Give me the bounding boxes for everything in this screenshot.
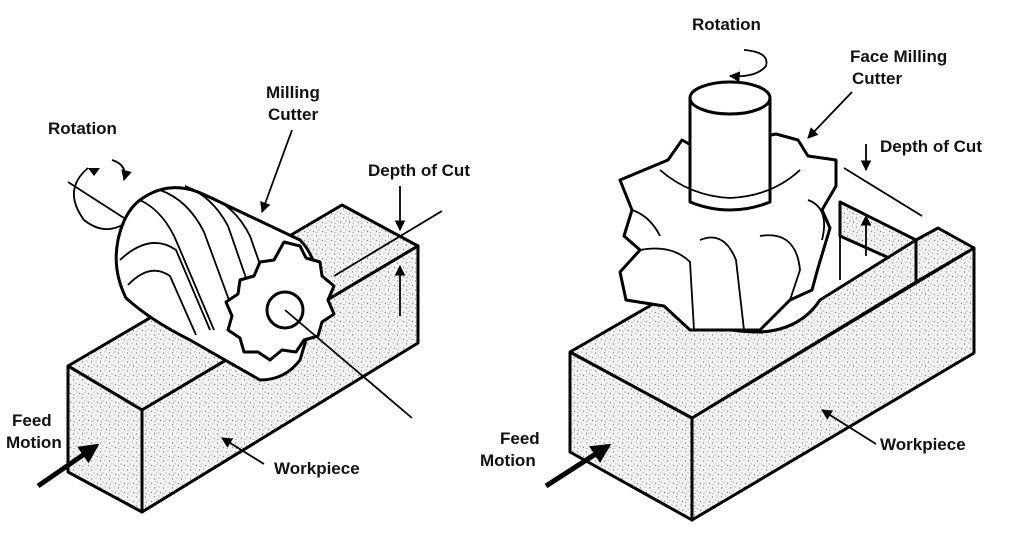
left-feed-arrow — [36, 443, 100, 489]
right-cutter-leader — [807, 91, 853, 139]
left-axis-line-front — [284, 309, 413, 419]
left-milling-illustration — [36, 129, 443, 514]
left-workpiece-label: Workpiece — [274, 459, 360, 478]
right-labels: Rotation Face Milling Cutter Depth of Cu… — [480, 15, 982, 470]
left-labels: Rotation Milling Cutter Depth of Cut Fee… — [6, 83, 470, 478]
right-face-milling-cutter — [618, 80, 838, 332]
left-workpiece-leader — [221, 437, 265, 465]
right-depth-label: Depth of Cut — [880, 137, 982, 156]
right-workpiece-label: Workpiece — [880, 435, 966, 454]
left-rotation-label: Rotation — [48, 119, 117, 138]
right-workpiece-block — [568, 200, 976, 522]
right-rotation-label: Rotation — [692, 15, 761, 34]
right-feed-arrow — [544, 443, 612, 489]
right-feed-label-line2: Motion — [480, 451, 536, 470]
right-feed-label-line1: Feed — [500, 429, 540, 448]
left-feed-label-line1: Feed — [12, 411, 52, 430]
left-rotation-arrow — [73, 167, 125, 230]
left-depth-label: Depth of Cut — [368, 161, 470, 180]
right-cutter-label-line2: Cutter — [852, 69, 902, 88]
left-cutter-label-line2: Cutter — [268, 105, 318, 124]
right-rotation-arrow — [728, 49, 768, 83]
left-axis-line-back — [67, 181, 125, 219]
right-cutter-label-line1: Face Milling — [850, 47, 947, 66]
right-milling-illustration — [544, 49, 976, 522]
left-feed-label-line2: Motion — [6, 433, 62, 452]
left-cutter-leader — [260, 129, 293, 214]
left-cutter-label-line1: Milling — [266, 83, 320, 102]
left-depth-reference-line — [333, 210, 443, 277]
right-workpiece-leader — [821, 409, 877, 445]
right-depth-reference-line — [843, 167, 923, 217]
